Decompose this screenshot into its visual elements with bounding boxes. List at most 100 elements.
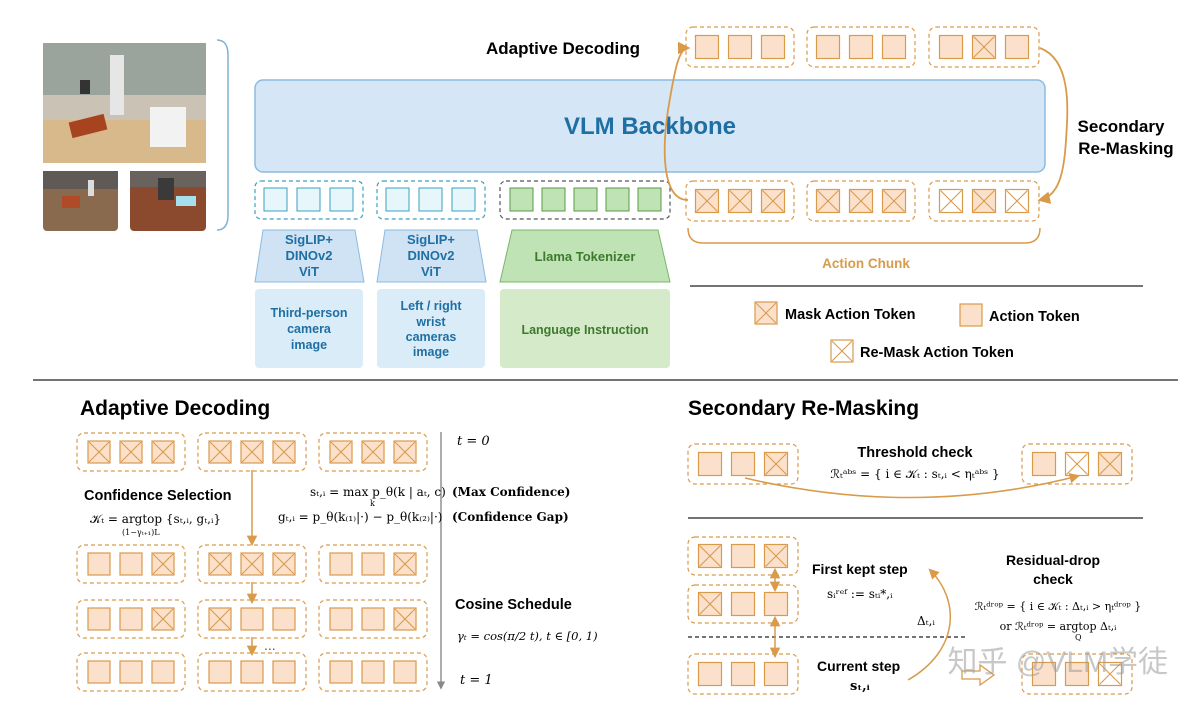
- remask-action-token: [1064, 451, 1090, 477]
- action-token: [272, 607, 296, 631]
- action-token: [240, 607, 264, 631]
- legend-action-label: Action Token: [989, 309, 1080, 325]
- action-token: [730, 451, 756, 477]
- svg-text:Left / right: Left / right: [400, 299, 462, 313]
- action-token: [881, 34, 907, 60]
- threshold-check-label: Threshold check: [857, 445, 973, 461]
- mask-action-token: [727, 188, 753, 214]
- right-wrist-image: [130, 171, 206, 231]
- mask-action-token: [151, 607, 175, 631]
- mask-action-token: [697, 543, 723, 569]
- action-token: [815, 34, 841, 60]
- top-output-tokens: [685, 26, 1040, 68]
- token-group: [687, 443, 799, 485]
- action-token: [730, 543, 756, 569]
- action-token: [87, 607, 111, 631]
- mask-action-token: [971, 34, 997, 60]
- action-token: [1004, 34, 1030, 60]
- action-token: [763, 661, 789, 687]
- rdrop-formula-2-sub: Q: [1075, 633, 1082, 642]
- token-group: [685, 180, 795, 222]
- remask-action-token: [830, 339, 854, 363]
- token-group: [1021, 443, 1133, 485]
- ellipsis: ...: [264, 637, 276, 653]
- encoder-2: SigLIP+ DINOv2 ViT: [376, 229, 487, 283]
- mask-action-token: [208, 607, 232, 631]
- action-chunk-label: Action Chunk: [822, 256, 910, 271]
- token-group: [687, 584, 799, 624]
- legend-mask-label: Mask Action Token: [785, 307, 916, 323]
- current-step-formula: sₜ,ᵢ: [850, 679, 870, 694]
- mask-action-token: [697, 591, 723, 617]
- action-token: [240, 660, 264, 684]
- legend: [754, 301, 983, 363]
- action-token: [848, 34, 874, 60]
- token-group: [687, 536, 799, 576]
- action-token: [959, 303, 983, 327]
- action-token: [697, 451, 723, 477]
- token-group: [318, 432, 428, 472]
- mask-action-token: [240, 440, 264, 464]
- action-token: [1031, 661, 1057, 687]
- encoder-1: SigLIP+ DINOv2 ViT: [254, 229, 365, 283]
- mask-action-token: [361, 440, 385, 464]
- svg-text:Llama Tokenizer: Llama Tokenizer: [535, 249, 636, 264]
- token-group: [685, 26, 795, 68]
- rdrop-formula-1: ℛₜᵈʳᵒᵖ = { i ∈ 𝒦ₜ : Δₜ,ᵢ > ηₜᵈʳᵒᵖ }: [975, 600, 1142, 613]
- svg-text:DINOv2: DINOv2: [286, 248, 333, 263]
- first-kept-step-label: First kept step: [812, 561, 908, 577]
- token-group: [76, 599, 186, 639]
- action-token: [730, 661, 756, 687]
- action-token: [763, 591, 789, 617]
- input-third-person: Third-person camera image: [255, 289, 363, 368]
- secondary-remasking-title: Secondary Re-Masking: [688, 397, 919, 420]
- cosine-schedule-label: Cosine Schedule: [455, 597, 572, 613]
- result-arrow: [961, 663, 996, 687]
- mask-action-token: [760, 188, 786, 214]
- action-token: [760, 34, 786, 60]
- left-wrist-image: [43, 171, 118, 231]
- mask-action-token: [240, 552, 264, 576]
- adaptive-decoding-arrow: [663, 41, 691, 201]
- mask-action-token: [763, 543, 789, 569]
- svg-text:camera: camera: [287, 322, 332, 336]
- token-group: [197, 432, 307, 472]
- image-tokens-2: [376, 180, 486, 220]
- mask-action-token: [87, 440, 111, 464]
- mask-action-token: [208, 440, 232, 464]
- secondary-remasking-top-line2: Re-Masking: [1078, 139, 1173, 158]
- action-token: [329, 552, 353, 576]
- g-formula: gₜ,ᵢ = p_θ(k₍₁₎|·) − p_θ(k₍₂₎|·): [278, 510, 442, 524]
- delta-label: Δₜ,ᵢ: [917, 614, 935, 628]
- action-token: [272, 660, 296, 684]
- action-token: [119, 607, 143, 631]
- mask-action-token: [881, 188, 907, 214]
- mask-action-token: [815, 188, 841, 214]
- k-formula: 𝒦ₜ = argtop {sₜ,ᵢ, gₜ,ᵢ}: [90, 512, 221, 526]
- vlm-backbone-label: VLM Backbone: [564, 113, 736, 140]
- s-formula: sₜ,ᵢ = max p_θ(k | aₜ, c): [310, 485, 446, 499]
- max-confidence-label: (Max Confidence): [452, 485, 570, 499]
- svg-text:wrist: wrist: [415, 315, 446, 329]
- svg-text:image: image: [413, 345, 449, 359]
- adaptive-decoding-token-grid: [76, 432, 428, 692]
- token-group: [806, 180, 916, 222]
- svg-text:DINOv2: DINOv2: [408, 248, 455, 263]
- action-token: [393, 660, 417, 684]
- mask-action-token: [272, 552, 296, 576]
- mask-action-token: [272, 440, 296, 464]
- top-action-chunk-tokens: [685, 180, 1040, 222]
- token-group: [318, 599, 428, 639]
- mask-action-token: [393, 440, 417, 464]
- confidence-selection-label: Confidence Selection: [84, 488, 231, 504]
- mask-action-token: [694, 188, 720, 214]
- mask-action-token: [971, 188, 997, 214]
- watermark: 知乎 @VLM学徒: [948, 646, 1168, 679]
- action-token: [1064, 661, 1090, 687]
- token-group: [76, 432, 186, 472]
- action-token: [727, 34, 753, 60]
- adaptive-decoding-title: Adaptive Decoding: [80, 397, 270, 420]
- token-group: [76, 544, 186, 584]
- mask-action-token: [1097, 451, 1123, 477]
